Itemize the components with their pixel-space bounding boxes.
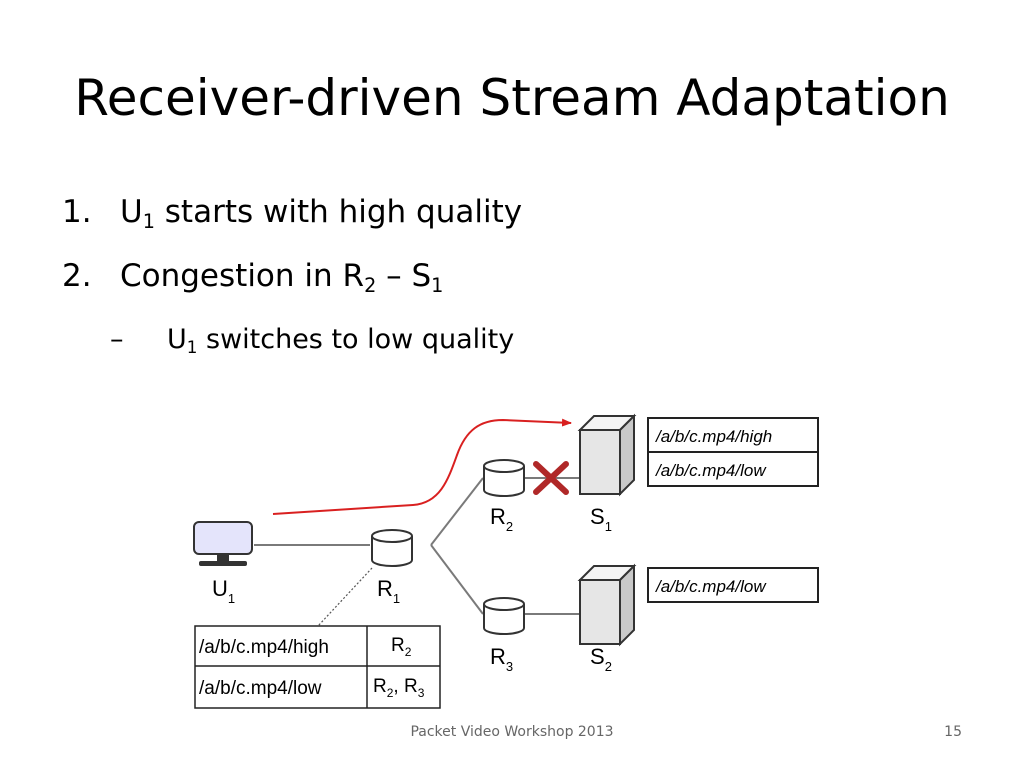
link-r1-r2 xyxy=(430,477,484,546)
bullet-1-text-b: starts with high quality xyxy=(154,194,523,230)
subbullet-text: U1 switches to low quality xyxy=(167,320,514,360)
node-labels: U1 R1 R2 R3 S1 S2 xyxy=(212,504,612,674)
fib-row-2-face: R2, R3 xyxy=(373,676,425,700)
fib-row-1-face: R2 xyxy=(391,635,412,659)
fib-leader-line xyxy=(317,567,373,627)
subbullet-sub: 1 xyxy=(186,337,198,358)
interest-path-arrow xyxy=(272,418,572,515)
s2-content-low: /a/b/c.mp4/low xyxy=(655,577,767,596)
label-s2: S2 xyxy=(590,644,612,674)
bullet-1-sub: 1 xyxy=(142,209,155,233)
monitor-icon xyxy=(193,521,253,566)
link-r1-r3 xyxy=(430,544,484,615)
label-r1: R1 xyxy=(377,576,400,606)
bullet-2-text-b: – S xyxy=(376,258,432,294)
network-links xyxy=(254,477,580,615)
subbullet-text-a: U xyxy=(167,324,187,355)
router-r1-icon xyxy=(371,529,413,567)
bullet-1-text: U1 starts with high quality xyxy=(120,190,522,234)
bullet-2-sub2: 1 xyxy=(431,273,444,297)
label-s1: S1 xyxy=(590,504,612,534)
slide-title: Receiver-driven Stream Adaptation xyxy=(74,69,950,127)
bullet-1-text-a: U xyxy=(120,194,143,230)
label-u1: U1 xyxy=(212,576,235,606)
subbullet-text-b: switches to low quality xyxy=(197,324,515,355)
label-r2: R2 xyxy=(490,504,513,534)
label-r3: R3 xyxy=(490,644,513,674)
fib-row-2-name: /a/b/c.mp4/low xyxy=(199,678,322,699)
s1-content-list: /a/b/c.mp4/high /a/b/c.mp4/low xyxy=(647,417,819,487)
bullet-1-number: 1. xyxy=(62,194,92,230)
router-r3-icon xyxy=(483,597,525,635)
bullet-2-number: 2. xyxy=(62,258,92,294)
subbullet-dash: – xyxy=(110,324,124,355)
bullet-2-text-a: Congestion in R xyxy=(120,258,365,294)
footer-text: Packet Video Workshop 2013 xyxy=(410,724,614,740)
fib-row-1-name: /a/b/c.mp4/high xyxy=(199,637,329,658)
bullet-2-sub: 2 xyxy=(364,273,377,297)
fib-table: /a/b/c.mp4/high R2 /a/b/c.mp4/low R2, R3 xyxy=(194,625,441,709)
server-s1-icon xyxy=(577,413,637,497)
congestion-x-icon xyxy=(533,461,569,495)
server-s2-icon xyxy=(577,563,637,647)
s1-content-high: /a/b/c.mp4/high xyxy=(655,427,772,446)
router-r2-icon xyxy=(483,459,525,497)
bullet-2-text: Congestion in R2 – S1 xyxy=(120,254,443,298)
page-number: 15 xyxy=(944,724,962,740)
s1-content-low: /a/b/c.mp4/low xyxy=(655,461,767,480)
s2-content-list: /a/b/c.mp4/low xyxy=(647,567,819,603)
